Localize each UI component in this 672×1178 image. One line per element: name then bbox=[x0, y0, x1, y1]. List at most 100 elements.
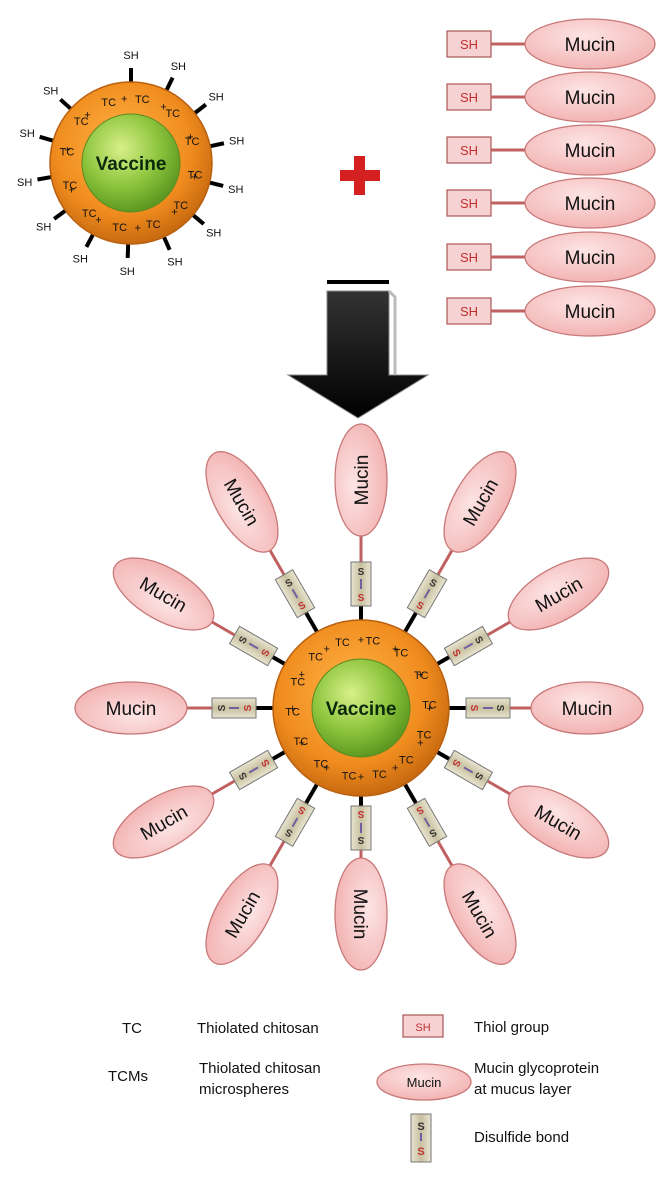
legend-mucin-label: Mucin bbox=[407, 1075, 442, 1090]
thiol-stub bbox=[271, 655, 286, 666]
sh-label: SH bbox=[17, 177, 32, 189]
s-s-link bbox=[463, 642, 474, 650]
tc-label: TC bbox=[185, 136, 200, 148]
mucin-ellipse bbox=[524, 71, 656, 123]
plus-charge: + bbox=[298, 737, 304, 749]
sh-label: SH bbox=[460, 143, 478, 158]
s-label: S bbox=[449, 757, 462, 769]
disulfide-bond: SS bbox=[443, 625, 494, 667]
mucin-ellipse bbox=[524, 285, 656, 337]
tc-label: TC bbox=[60, 147, 75, 159]
plus-charge: + bbox=[191, 172, 197, 184]
mucin: Mucin bbox=[112, 557, 215, 631]
thiol-stub bbox=[304, 783, 319, 805]
mucin-ellipse bbox=[524, 231, 656, 283]
thiol-stub bbox=[193, 102, 208, 115]
mucin-ellipse bbox=[524, 124, 656, 176]
legend-s-bottom: S bbox=[417, 1146, 424, 1158]
thiol-stub bbox=[39, 134, 54, 143]
mucin-label: Mucin bbox=[562, 699, 613, 720]
plus-charge: + bbox=[289, 703, 295, 715]
legend-tcms-abbr: TCMs bbox=[108, 1068, 148, 1085]
tc-label: TC bbox=[74, 116, 89, 128]
vaccine-label: Vaccine bbox=[326, 699, 397, 720]
sh-label: SH bbox=[171, 61, 186, 73]
mucin: Mucin bbox=[74, 681, 188, 735]
sh-label: SH bbox=[167, 257, 182, 269]
plus-icon bbox=[340, 156, 380, 195]
tc-label: TC bbox=[188, 169, 203, 181]
mucin-label: Mucin bbox=[565, 248, 616, 269]
s-label: S bbox=[414, 803, 426, 816]
down-arrow-icon bbox=[286, 280, 430, 419]
s-label: S bbox=[494, 705, 505, 712]
s-label: S bbox=[297, 600, 309, 613]
mucin-label: Mucin bbox=[352, 455, 373, 506]
tc-label: TC bbox=[314, 759, 329, 771]
mucin: Mucin bbox=[334, 423, 388, 537]
thiol-stub bbox=[403, 783, 418, 805]
mucin-label: Mucin bbox=[565, 141, 616, 162]
tc-label: TC bbox=[165, 108, 180, 120]
mucin-label: Mucin bbox=[106, 699, 157, 720]
legend-sh-box: SH bbox=[402, 1014, 444, 1038]
link-line bbox=[486, 620, 512, 637]
disulfide-bond: SS bbox=[274, 797, 316, 848]
thiol-stub bbox=[209, 141, 225, 149]
legend: TC Thiolated chitosan TCMs Thiolated chi… bbox=[108, 1014, 599, 1163]
plus-charge: + bbox=[417, 669, 423, 681]
plus-charge: + bbox=[392, 644, 398, 656]
plus-charge: + bbox=[392, 762, 398, 774]
disulfide-bond: SS bbox=[274, 568, 316, 619]
s-label: S bbox=[283, 826, 295, 839]
s-label: S bbox=[468, 705, 479, 712]
sh-box bbox=[446, 83, 492, 111]
sh-box bbox=[446, 136, 492, 164]
mucin-ellipse bbox=[524, 177, 656, 229]
mucin-ellipse bbox=[205, 863, 279, 965]
disulfide-bond: SS bbox=[465, 697, 511, 719]
sh-label: SH bbox=[460, 304, 478, 319]
s-label: S bbox=[427, 826, 439, 839]
legend-tc-desc: Thiolated chitosan bbox=[197, 1020, 319, 1037]
link-line bbox=[436, 840, 454, 868]
s-label: S bbox=[237, 634, 250, 646]
thiol-stub bbox=[162, 236, 172, 251]
link-line bbox=[436, 548, 454, 576]
disulfide-bond: SS bbox=[228, 749, 279, 791]
legend-sh-label: SH bbox=[415, 1022, 430, 1034]
mucin: Mucin bbox=[507, 557, 610, 631]
mucin-ellipse bbox=[507, 557, 610, 631]
tc-label: TC bbox=[294, 736, 309, 748]
plus-charge: + bbox=[121, 93, 127, 105]
sh-mucin-unit: SH Mucin bbox=[446, 124, 656, 176]
thiol-stub bbox=[191, 213, 206, 226]
legend-disulfide-desc: Disulfide bond bbox=[474, 1129, 569, 1146]
plus-charge: + bbox=[358, 635, 364, 647]
sh-label: SH bbox=[20, 128, 35, 140]
sh-label: SH bbox=[460, 37, 478, 52]
link-line bbox=[210, 620, 236, 637]
thiol-stub bbox=[37, 175, 52, 182]
sh-box bbox=[446, 243, 492, 271]
tc-label: TC bbox=[291, 676, 306, 688]
s-label: S bbox=[472, 635, 485, 647]
mucin: Mucin bbox=[112, 785, 215, 859]
thiol-stub bbox=[59, 97, 73, 111]
mucin-ellipse bbox=[205, 451, 279, 553]
sh-box bbox=[446, 30, 492, 58]
mucin-ellipse bbox=[334, 423, 388, 537]
plus-charge: + bbox=[426, 703, 432, 715]
s-label: S bbox=[357, 808, 364, 819]
mucin-label: Mucin bbox=[565, 194, 616, 215]
sh-label: SH bbox=[460, 250, 478, 265]
tc-label: TC bbox=[63, 180, 78, 192]
